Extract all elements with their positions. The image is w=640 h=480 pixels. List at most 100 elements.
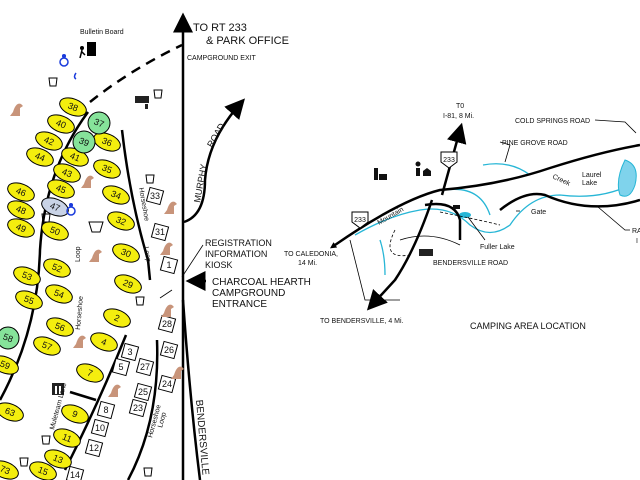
site-circle: [87, 111, 111, 135]
campsite-5[interactable]: 5: [111, 357, 131, 377]
loop-label-2: Loop: [75, 246, 82, 262]
site-number: 11: [61, 432, 73, 445]
site-number: 50: [48, 224, 61, 237]
dog-icon: [73, 335, 86, 348]
fire-ring-icon: [88, 221, 104, 233]
loop-label: Loop: [142, 246, 152, 263]
campsite-73[interactable]: 73: [0, 457, 21, 480]
campsite-34[interactable]: 34: [100, 182, 132, 207]
campsite-11[interactable]: 11: [51, 425, 83, 450]
bulletin-board-icon: [79, 42, 96, 59]
campsite-12[interactable]: 12: [84, 438, 104, 458]
campground-roads: [0, 12, 245, 480]
campsite-48[interactable]: 48: [5, 197, 37, 222]
campsite-43[interactable]: 43: [51, 160, 83, 185]
site-number: 24: [162, 379, 172, 389]
site-number: 36: [100, 135, 113, 148]
site-ellipse: [0, 355, 19, 375]
site-ellipse: [7, 182, 35, 202]
pine-grove-leader: [499, 141, 511, 163]
route-233-road: [334, 143, 640, 247]
campsite-26[interactable]: 26: [159, 340, 179, 360]
site-ellipse: [93, 159, 121, 179]
site-ellipse: [41, 197, 69, 217]
campsite-30[interactable]: 30: [110, 240, 142, 265]
campsite-40[interactable]: 40: [45, 111, 77, 136]
campsite-33[interactable]: 33: [145, 186, 165, 206]
site-number: 48: [14, 203, 27, 216]
laurel-lake-label-2: Lake: [582, 180, 597, 187]
campsite-56[interactable]: 56: [44, 314, 76, 339]
murphy-label: MURPHY: [192, 163, 209, 203]
campsite-28[interactable]: 28: [157, 314, 177, 334]
site-number: 25: [138, 387, 148, 397]
campsite-8[interactable]: 8: [96, 400, 116, 420]
campsite-42[interactable]: 42: [33, 128, 65, 153]
campsite-57[interactable]: 57: [31, 333, 63, 358]
park-office-label: & PARK OFFICE: [206, 35, 289, 47]
campsite-13[interactable]: 13: [42, 446, 74, 471]
bendersville-road-line: [181, 299, 202, 480]
shield-number: 233: [354, 217, 366, 224]
to-bendersville-label: TO BENDERSVILLE, 4 Mi.: [320, 318, 404, 325]
campsite-37[interactable]: 37: [87, 111, 111, 135]
campsite-10[interactable]: 10: [90, 418, 110, 438]
to-caledonia-label-2: 14 Mi.: [298, 260, 317, 267]
site-number: 14: [70, 470, 80, 480]
site-number: 56: [53, 320, 66, 333]
campsite-59[interactable]: 59: [0, 352, 21, 377]
campsite-9[interactable]: 9: [59, 401, 91, 426]
kiosk-leader: [181, 244, 204, 278]
bulletin-label-1: Bulletin Board: [80, 29, 124, 36]
campsite-52[interactable]: 52: [41, 255, 73, 280]
campsite-58[interactable]: 58: [0, 326, 20, 350]
campsite-53[interactable]: 53: [11, 263, 43, 288]
cold-springs-road-label: COLD SPRINGS ROAD: [515, 118, 590, 125]
campsite-14[interactable]: 14: [65, 465, 85, 480]
campsite-63[interactable]: 63: [0, 399, 26, 424]
campsite-46[interactable]: 46: [5, 179, 37, 204]
campsite-50[interactable]: 50: [39, 218, 71, 243]
site-number: 37: [92, 116, 105, 129]
campsite-27[interactable]: 27: [135, 357, 155, 377]
site-number: 63: [3, 405, 16, 418]
campsite-32[interactable]: 32: [105, 208, 137, 233]
site-number: 49: [14, 221, 27, 234]
campsite-3[interactable]: 3: [120, 342, 140, 362]
campsite-4[interactable]: 4: [88, 329, 120, 354]
campsite-1[interactable]: 1: [159, 255, 179, 275]
campsite-23[interactable]: 23: [128, 398, 148, 418]
site-number: 52: [50, 261, 63, 274]
site-ellipse: [45, 284, 73, 304]
site-number: 29: [121, 277, 134, 290]
campsite-2[interactable]: 2: [101, 305, 133, 330]
campsite-24[interactable]: 24: [157, 374, 177, 394]
campsite-44[interactable]: 44: [24, 144, 56, 169]
location-map: 233 233 T0 I-81, 8 Mi. PINE GROVE ROAD C…: [284, 103, 640, 331]
site-number: 59: [0, 358, 12, 371]
campground-exit-label: CAMPGROUND EXIT: [187, 55, 257, 62]
dog-icon: [171, 366, 184, 379]
horseshoe-label-2: Horseshoe: [75, 296, 85, 330]
site-ellipse: [53, 428, 81, 448]
campsite-29[interactable]: 29: [112, 271, 144, 296]
campsite-47[interactable]: 47: [39, 194, 71, 219]
campsite-55[interactable]: 55: [13, 287, 45, 312]
campsite-38[interactable]: 38: [57, 94, 89, 119]
site-ellipse: [7, 218, 35, 238]
campsite-31[interactable]: 31: [150, 222, 170, 242]
site-number: 40: [54, 117, 67, 130]
campsite-45[interactable]: 45: [45, 176, 77, 201]
campsite-25[interactable]: 25: [133, 382, 153, 402]
campsite-7[interactable]: 7: [74, 360, 106, 385]
campsite-39[interactable]: 39: [72, 130, 96, 154]
campsite-35[interactable]: 35: [91, 156, 123, 181]
site-number: 54: [52, 287, 65, 300]
campsite-15[interactable]: 15: [27, 458, 59, 480]
campsite-49[interactable]: 49: [5, 215, 37, 240]
restroom-icon: [52, 383, 64, 395]
campsite-54[interactable]: 54: [43, 281, 75, 306]
site-ellipse: [102, 185, 130, 205]
site-number: 3: [127, 347, 132, 357]
site-ellipse: [0, 402, 24, 422]
